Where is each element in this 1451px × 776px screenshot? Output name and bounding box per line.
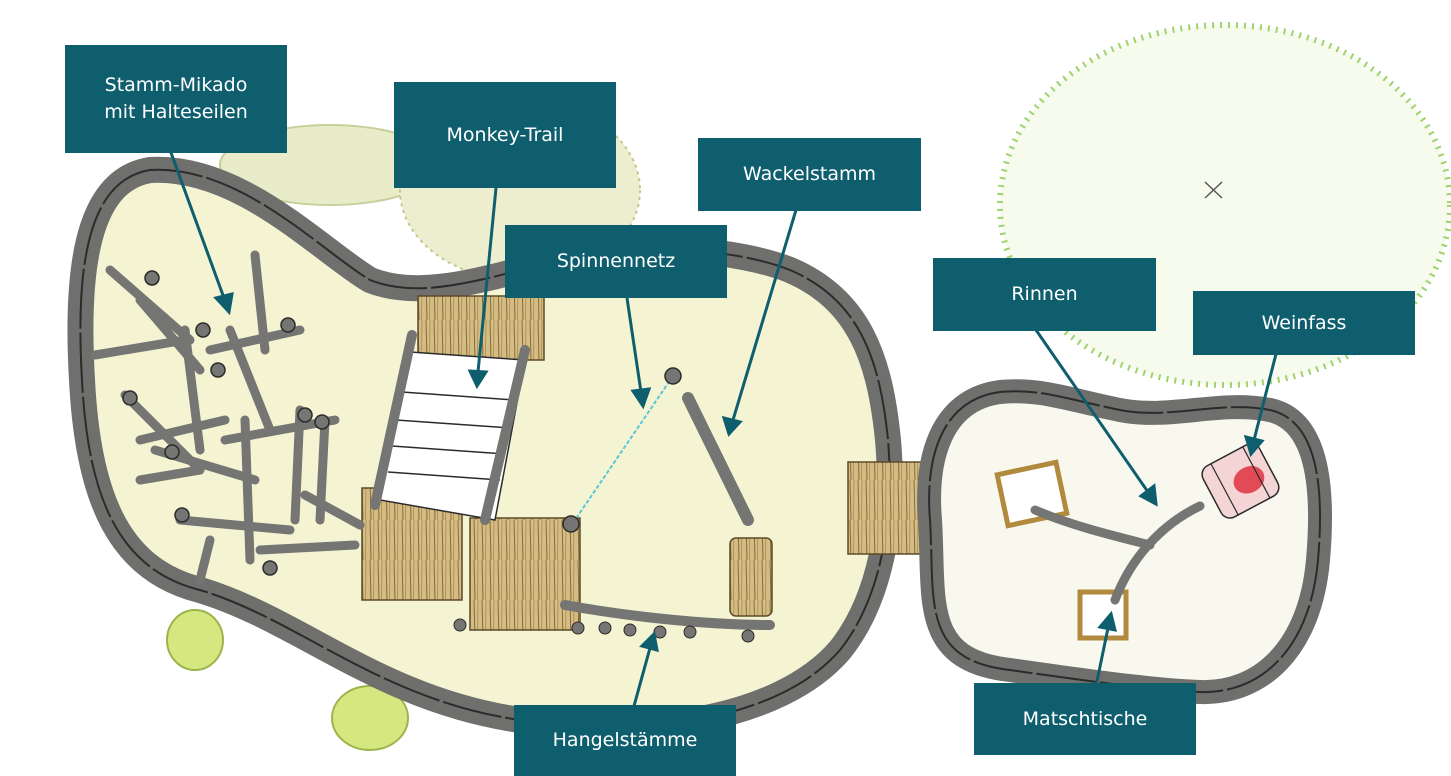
small-tree-bottom — [331, 685, 409, 751]
label-rinnen: Rinnen — [933, 258, 1156, 331]
spider-net-post-top — [664, 367, 682, 385]
monkey-trail-ladder — [370, 330, 530, 525]
main-play-area — [67, 156, 903, 741]
mud-area-outline — [928, 390, 1321, 694]
label-monkey-trail: Monkey-Trail — [394, 82, 616, 188]
rinne-right — [1110, 501, 1205, 605]
label-spinnennetz: Spinnennetz — [505, 225, 727, 298]
label-matschtische: Matschtische — [974, 683, 1196, 755]
hangelstaemme — [453, 600, 775, 643]
wood-deck-small — [729, 537, 773, 617]
small-tree-left — [166, 609, 224, 671]
stamm-mikado-logs — [90, 250, 365, 585]
spider-net-post-bottom — [562, 515, 580, 533]
wood-deck-right — [469, 517, 581, 631]
spider-net-rope — [574, 375, 674, 521]
stamm-mikado-posts — [122, 270, 330, 576]
mud-play-area — [917, 379, 1332, 705]
label-hangelstaemme: Hangelstämme — [514, 705, 736, 776]
main-area-outline-outer — [79, 168, 891, 729]
wackelstamm-log — [682, 392, 754, 526]
tree-center-mark-2 — [1204, 181, 1223, 199]
matschtisch-bottom — [1077, 589, 1129, 641]
label-weinfass: Weinfass — [1193, 291, 1415, 355]
callout-arrows — [168, 149, 1278, 707]
weinfass — [1201, 443, 1280, 519]
spinnennetz — [562, 367, 682, 533]
label-wackelstamm: Wackelstamm — [698, 138, 921, 211]
label-stamm-mikado: Stamm-Mikado mit Halteseilen — [65, 45, 287, 153]
matschtisch-top — [994, 459, 1070, 529]
rinne-left — [1030, 505, 1155, 550]
